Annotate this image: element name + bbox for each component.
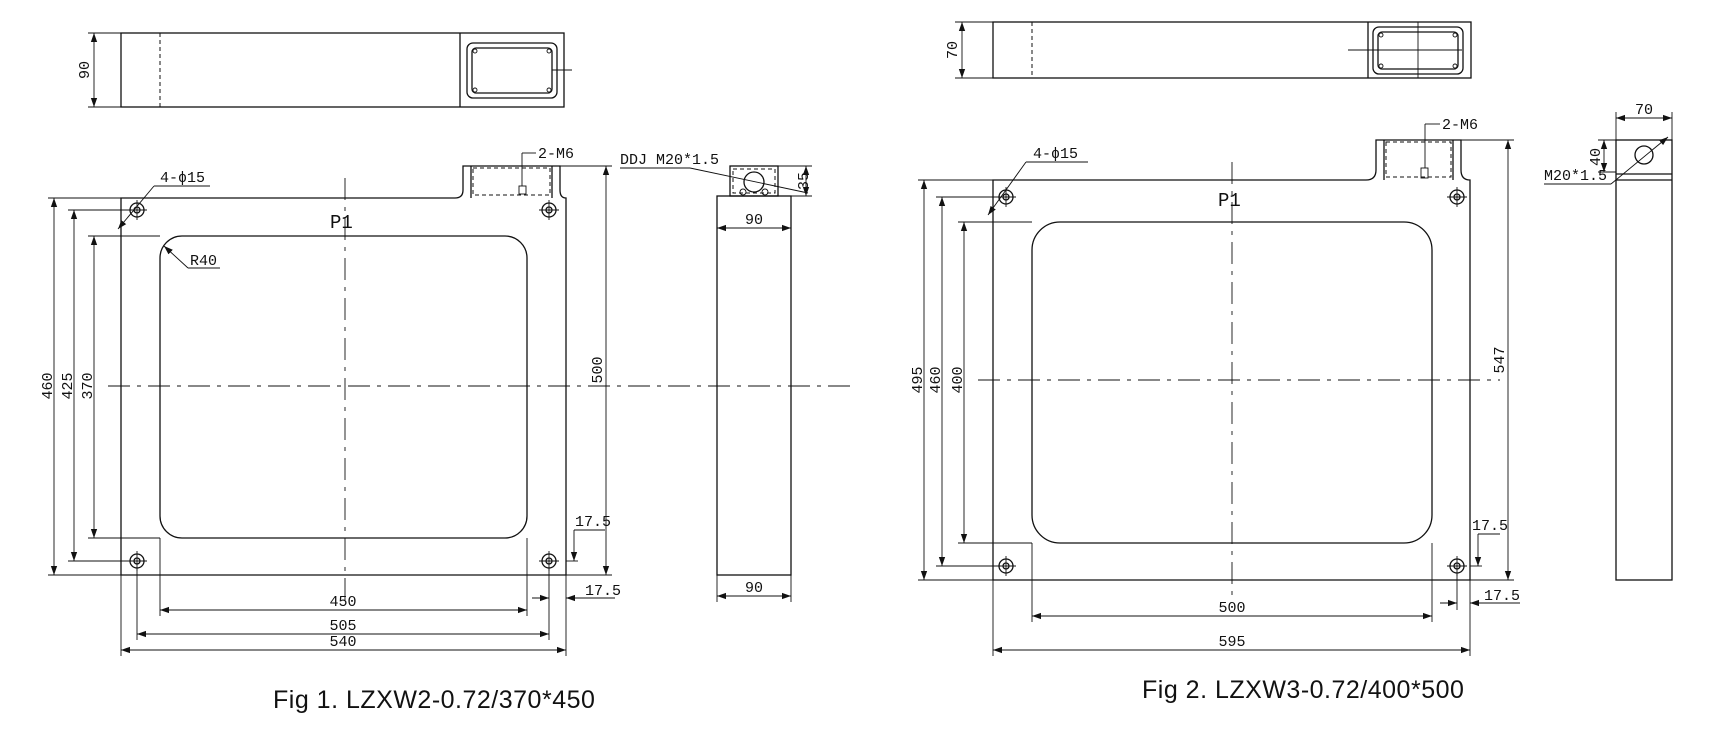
fig1-dim-17-5-vertical: 17.5 xyxy=(575,514,611,531)
fig1-dim-side-90-top: 90 xyxy=(745,212,763,229)
fig1-label-holes: 4-ϕ15 xyxy=(160,170,205,187)
fig1-label-connector: DDJ M20*1.5 xyxy=(620,152,719,169)
fig1-drawing: 90 2-M6 P1 xyxy=(40,32,850,656)
fig2-dim-500: 500 xyxy=(1218,600,1245,617)
fig1-dim-top-90: 90 xyxy=(77,61,94,79)
fig2-drawing: 70 2-M6 P1 xyxy=(910,21,1673,656)
fig1-dim-505: 505 xyxy=(329,618,356,635)
fig2-caption: Fig 2. LZXW3-0.72/400*500 xyxy=(1142,676,1465,704)
fig2-front-view: 2-M6 P1 4-ϕ15 495 xyxy=(910,117,1520,656)
fig2-label-holes: 4-ϕ15 xyxy=(1033,146,1078,163)
fig1-label-p1: P1 xyxy=(330,212,353,234)
fig1-dim-425: 425 xyxy=(60,372,77,399)
fig2-dim-400: 400 xyxy=(950,366,967,393)
fig1-dim-370: 370 xyxy=(80,372,97,399)
fig1-top-view: 90 xyxy=(77,32,572,108)
fig2-dim-17-5-vertical: 17.5 xyxy=(1472,518,1508,535)
fig1-label-radius: R40 xyxy=(190,253,217,270)
fig1-side-view: 35 DDJ M20*1.5 90 90 xyxy=(620,152,813,602)
fig1-caption: Fig 1. LZXW2-0.72/370*450 xyxy=(273,686,596,714)
fig2-dim-17-5-horizontal: 17.5 xyxy=(1484,588,1520,605)
fig2-label-tap: 2-M6 xyxy=(1442,117,1478,134)
fig1-dim-540: 540 xyxy=(329,634,356,651)
fig1-label-tap: 2-M6 xyxy=(538,146,574,163)
fig2-label-connector: M20*1.5 xyxy=(1544,168,1607,185)
fig1-dim-500: 500 xyxy=(590,356,607,383)
fig2-dim-495: 495 xyxy=(910,366,927,393)
fig1-dim-side-90-bottom: 90 xyxy=(745,580,763,597)
fig2-dim-595: 595 xyxy=(1218,634,1245,651)
fig1-dim-17-5-horizontal: 17.5 xyxy=(585,583,621,600)
fig1-dim-450: 450 xyxy=(329,594,356,611)
fig2-top-view: 70 xyxy=(945,21,1472,79)
fig2-dim-side-40: 40 xyxy=(1588,148,1605,166)
fig2-side-view: 70 40 M20*1.5 xyxy=(1544,102,1673,581)
fig2-dim-side-70: 70 xyxy=(1635,102,1653,119)
fig2-label-p1: P1 xyxy=(1218,190,1241,212)
fig1-dim-460: 460 xyxy=(40,372,57,399)
fig2-dim-460: 460 xyxy=(928,366,945,393)
fig1-dim-side-35: 35 xyxy=(796,172,813,190)
fig1-front-view: 2-M6 P1 4-ϕ15 R40 xyxy=(40,146,850,656)
fig2-dim-547: 547 xyxy=(1492,346,1509,373)
fig2-dim-top-70: 70 xyxy=(945,41,962,59)
